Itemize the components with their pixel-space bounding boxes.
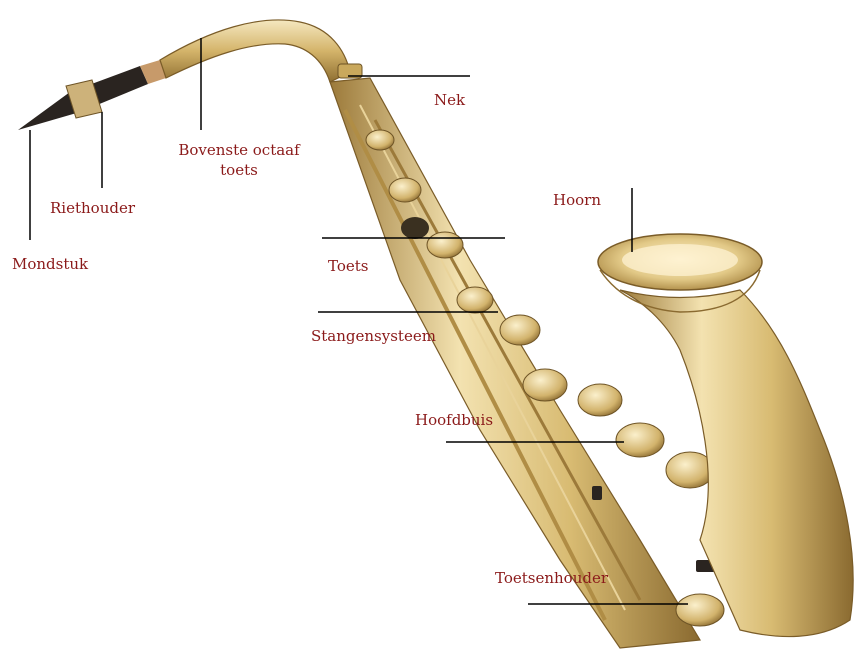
label-bovenste-octaaf-line1: Bovenste octaaf xyxy=(164,140,314,160)
label-nek: Nek xyxy=(434,90,465,110)
label-mondstuk: Mondstuk xyxy=(12,254,88,274)
label-riethouder: Riethouder xyxy=(50,198,135,218)
label-toetsenhouder: Toetsenhouder xyxy=(495,568,608,588)
label-hoorn: Hoorn xyxy=(553,190,601,210)
neck-shape xyxy=(160,20,362,82)
mouthpiece-shape xyxy=(18,60,166,130)
label-bovenste-octaaf-toets: Bovenste octaaf toets xyxy=(164,140,314,180)
label-toets: Toets xyxy=(328,256,368,276)
label-hoofdbuis: Hoofdbuis xyxy=(415,410,493,430)
label-bovenste-octaaf-line2: toets xyxy=(164,160,314,180)
label-stangensysteem: Stangensysteem xyxy=(311,326,436,346)
body-tube-shape xyxy=(330,78,700,648)
